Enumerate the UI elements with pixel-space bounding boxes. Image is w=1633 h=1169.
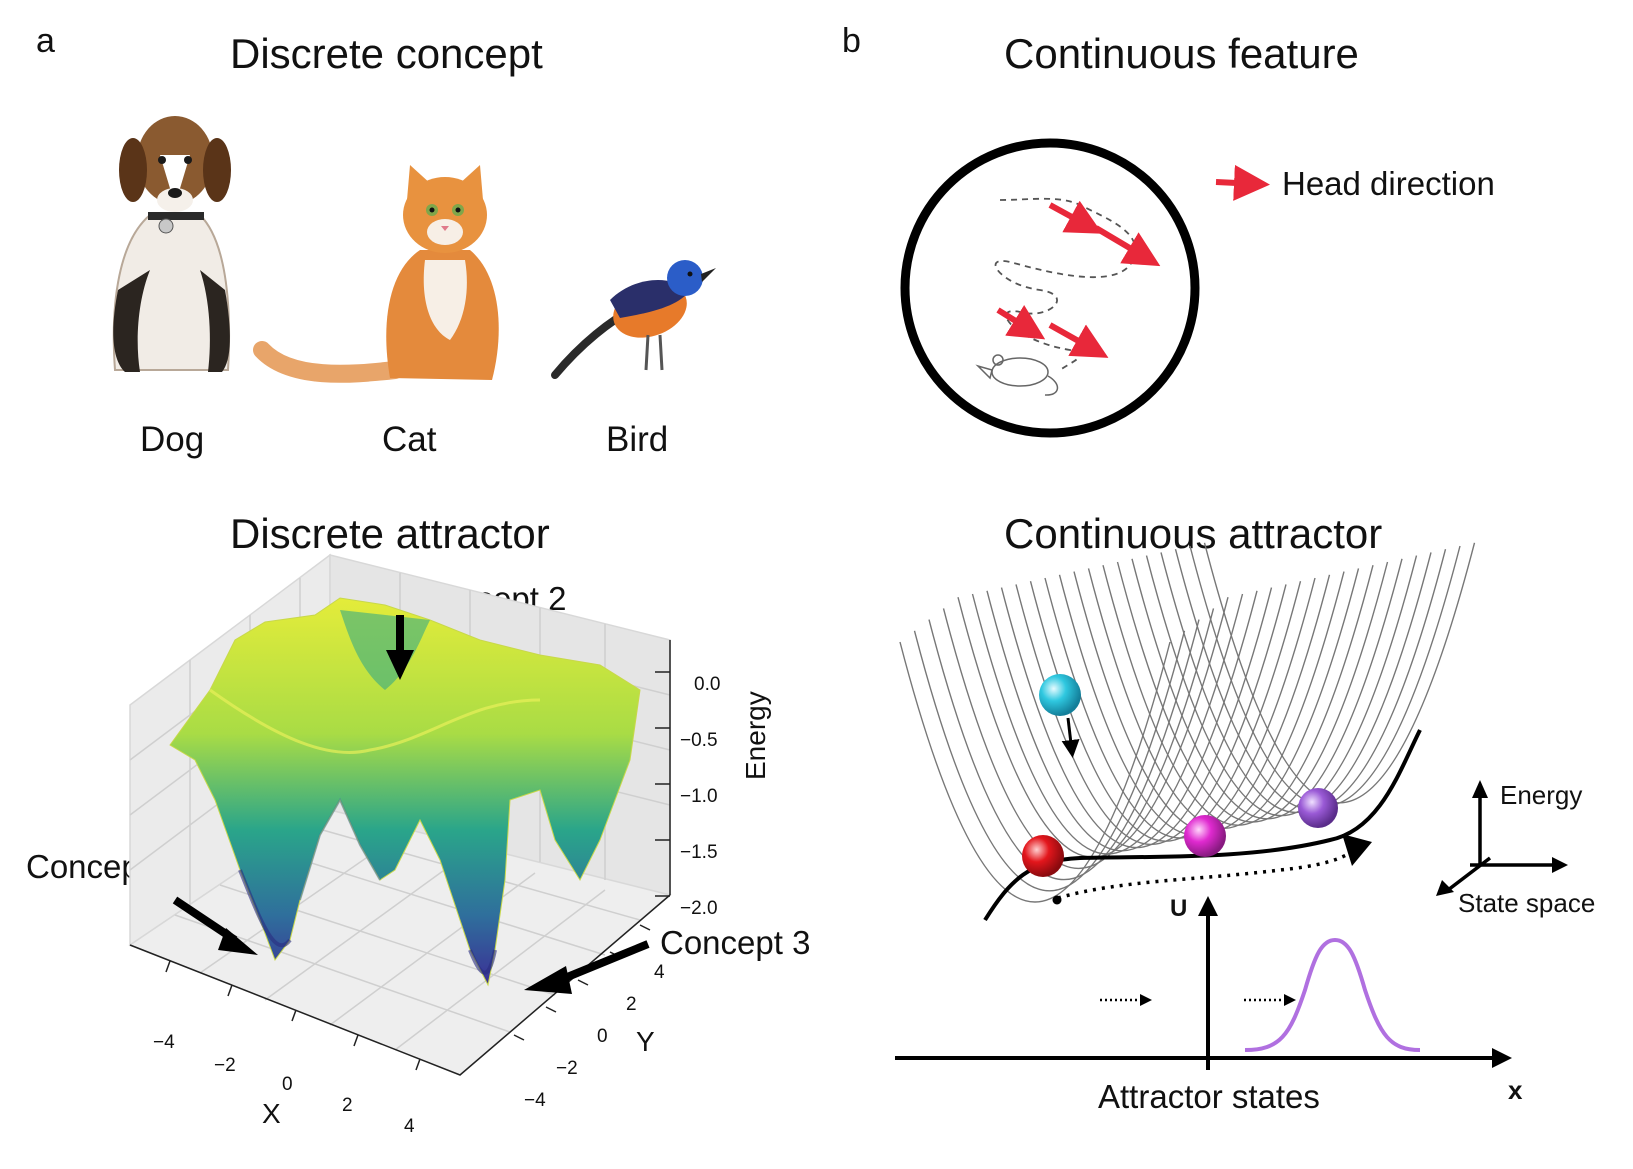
x-axis-label-b: x	[1508, 1075, 1523, 1105]
magenta-ball	[1184, 815, 1226, 857]
purple-ball	[1298, 788, 1338, 828]
y-tick: 0	[597, 1026, 608, 1047]
discrete-attractor-title: Discrete attractor	[230, 510, 550, 557]
panel-a-letter: a	[36, 22, 55, 60]
z-tick: −1.0	[680, 786, 718, 807]
x-tick: −4	[153, 1032, 175, 1053]
parabola-line	[1116, 561, 1389, 823]
head-direction-arrows	[996, 164, 1270, 358]
y-tick: 2	[626, 994, 637, 1015]
parabola-line	[899, 641, 1171, 903]
y-tick: −4	[524, 1090, 546, 1111]
x-tick: 2	[342, 1095, 353, 1116]
red-ball	[1022, 835, 1064, 877]
discrete-concept-title: Discrete concept	[230, 30, 543, 77]
parabola-line	[928, 619, 1200, 880]
continuous-attractor-title: Continuous attractor	[1004, 510, 1383, 557]
dog-illustration	[112, 116, 231, 372]
energy-label: Energy	[1500, 780, 1583, 810]
z-tick: −2.0	[680, 898, 718, 919]
parabola-line	[1000, 587, 1273, 848]
parabola-line	[971, 593, 1244, 855]
parabola-line	[1131, 558, 1403, 820]
parabola-line	[1174, 549, 1447, 810]
parabola-family	[899, 542, 1476, 903]
x-tick: 0	[282, 1074, 293, 1095]
energy-state-axes	[1436, 780, 1568, 896]
cat-label: Cat	[382, 420, 437, 459]
parabola-line	[1058, 574, 1331, 836]
continuous-feature-title: Continuous feature	[1004, 30, 1359, 77]
attractor-state-axes	[895, 896, 1512, 1070]
state-balls	[1022, 674, 1338, 877]
u-axis-label: U	[1170, 895, 1188, 922]
parabola-line	[1189, 545, 1461, 807]
cat-illustration	[253, 165, 499, 383]
parabola-line	[1102, 565, 1374, 826]
z-tick: 0.0	[694, 674, 721, 695]
cyan-ball	[1039, 674, 1081, 716]
x-tick: −2	[214, 1055, 236, 1076]
y-axis-label: Y	[636, 1026, 655, 1057]
dog-label: Dog	[140, 420, 205, 459]
panel-b-letter: b	[842, 22, 861, 60]
head-direction-legend: Head direction	[1282, 165, 1495, 202]
axis-lines	[129, 640, 671, 1076]
parabola-line	[1203, 542, 1476, 804]
parabola-line	[1160, 552, 1432, 813]
bump-curve	[1244, 937, 1421, 1052]
parabola-line	[1044, 577, 1316, 839]
z-tick: −0.5	[680, 730, 718, 751]
state-space-label: State space	[1458, 888, 1596, 918]
bird-label: Bird	[606, 420, 669, 459]
x-axis-label: X	[262, 1098, 281, 1129]
parabola-line	[986, 590, 1258, 852]
concept-arrows	[172, 615, 650, 994]
parabola-line	[1145, 555, 1418, 816]
x-tick: 4	[404, 1116, 415, 1137]
concept-3-label: Concept 3	[660, 924, 811, 961]
bird-illustration	[551, 260, 716, 379]
mouse-icon	[975, 354, 1059, 396]
y-tick: 4	[654, 962, 665, 983]
arena-circle	[900, 138, 1200, 438]
y-tick: −2	[556, 1058, 578, 1079]
z-tick: −1.5	[680, 842, 718, 863]
attractor-states-label: Attractor states	[1098, 1078, 1320, 1115]
shift-arrowheads	[1140, 994, 1296, 1006]
parabola-line	[1073, 571, 1345, 832]
energy-surface	[169, 597, 641, 987]
parabola-line	[913, 630, 1186, 892]
